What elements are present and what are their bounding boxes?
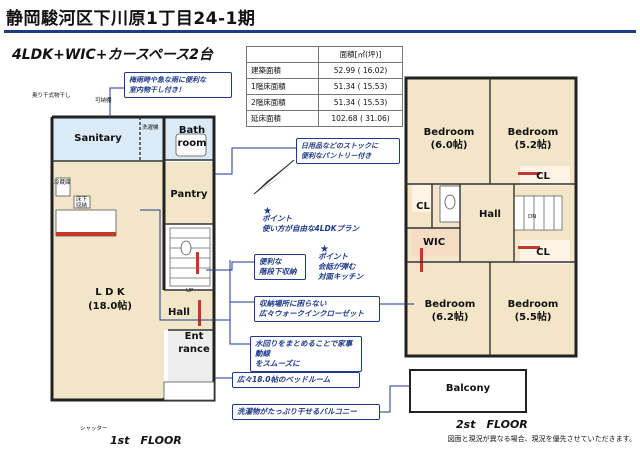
pantry-callout: 日用品などのストックに 便利なパントリー付き: [296, 138, 400, 164]
hall2-room-label: Hall: [479, 209, 501, 220]
sanitary-room-label: Sanitary: [74, 133, 122, 144]
point-4ldk-callout: ポイント 使い方が自由な4LDKプラン: [262, 214, 360, 233]
kitchen-counter: [55, 209, 117, 237]
dryer-label: 奥り干式物干し: [32, 93, 71, 99]
wic-room-label: WIC: [422, 237, 446, 248]
hall1-floor: [164, 290, 214, 330]
pantry-floor: [164, 162, 214, 224]
page-title: 静岡駿河区下川原1丁目24-1期: [6, 9, 256, 29]
callout-leaders: [109, 87, 414, 413]
bathtub: [175, 133, 207, 157]
floor2-label: 2st FLOOR: [456, 418, 528, 431]
star-icon: ★: [320, 244, 329, 255]
fridge-box: [55, 177, 71, 197]
bedroom-2-label: Bedroom (5.2帖): [507, 127, 559, 151]
stair-storage-marker: [196, 252, 199, 274]
balcony-callout: 洗濯物がたっぷり干せるバルコニー: [232, 404, 380, 420]
cl-marker-2: [518, 246, 540, 249]
pantry-room-label: Pantry: [170, 189, 208, 200]
point-kitchen-callout: ポイント 会話が弾む 対面キッチン: [318, 252, 363, 281]
entrance-room-label: Ent rance: [178, 331, 210, 355]
closet-right-bottom-label: CL: [536, 247, 550, 258]
area-table: 面積[㎡(坪)] 建築面積 52.99 ( 16.02) 1階床面積 51.34…: [246, 46, 403, 127]
floor2-walls: [404, 76, 578, 358]
ldk-callout: 広々18.0帖のベッドルーム: [232, 372, 360, 388]
cl-right-bottom-fill: [520, 240, 570, 264]
drying-callout: 梅雨時や急な雨に便利な 室内物干し付き！: [124, 72, 232, 98]
shutter-label: シャッター: [80, 426, 108, 432]
toilet-2f: [444, 194, 456, 210]
entrance-floor: [168, 330, 214, 382]
star-icon: ★: [263, 206, 272, 217]
up-label: UP: [186, 288, 194, 294]
kitchen-red-band: [56, 232, 116, 236]
fridge-label: 冷蔵庫: [54, 180, 71, 186]
wic-callout: 収納場所に困らない 広々ウォークインクローゼット: [254, 296, 380, 322]
balcony-outline: [409, 369, 527, 413]
dn-label: DN: [528, 214, 537, 220]
entry-step: [163, 381, 215, 401]
storage-shelf-label: 可納棚: [95, 98, 112, 104]
plan-subtitle: 4LDK+WIC+カースペース2台: [12, 47, 213, 63]
ldk-floor: [52, 162, 164, 400]
wic-marker: [420, 248, 423, 272]
bedroom-3-label: Bedroom (6.2帖): [424, 299, 476, 323]
floor-storage-label: 床下 収納: [76, 197, 88, 209]
hall-marker: [198, 300, 201, 326]
bedroom-4-label: Bedroom (5.5帖): [507, 299, 559, 323]
floor1-label: 1st FLOOR: [110, 434, 182, 447]
bath-room-label: Bath room: [177, 125, 207, 149]
floor-storage-box: [73, 195, 91, 209]
balcony-label: Balcony: [445, 383, 491, 394]
title-underline: [4, 30, 636, 33]
laundry-label: 洗濯機: [142, 125, 159, 131]
closet-right-top-label: CL: [536, 171, 550, 182]
hall1-room-label: Hall: [168, 307, 190, 318]
bedroom-1-label: Bedroom (6.0帖): [423, 127, 475, 151]
cl-left-fill: [412, 184, 432, 212]
toilet-1f: [180, 240, 192, 256]
area-value: 102.68 ( 31.06): [318, 110, 403, 127]
cl-right-top-fill: [520, 166, 570, 186]
table-row: 建築面積 52.99 ( 16.02): [246, 62, 403, 79]
compass-icon: [253, 159, 295, 195]
stairs-floor2: [513, 195, 563, 231]
table-row: 2階床面積 51.34 ( 15.53): [246, 94, 403, 111]
sanitary-floor: [52, 117, 164, 161]
ldk-size-label: (18.0帖): [88, 301, 132, 312]
cl-marker-1: [518, 172, 540, 175]
table-row: 延床面積 102.68 ( 31.06): [246, 110, 403, 127]
ldk-room-label: L D K: [95, 287, 125, 298]
closet-left-label: CL: [416, 201, 430, 212]
wic-fill: [412, 228, 458, 256]
stair-storage-callout: 便利な 階段下収納: [254, 254, 306, 280]
workflow-callout: 水回りをまとめることで家事動線 をスムーズに: [250, 336, 362, 372]
stairs-floor1: [169, 227, 211, 287]
disclaimer-note: 図面と現況が異なる場合、現況を優先させていただきます。: [447, 435, 636, 443]
